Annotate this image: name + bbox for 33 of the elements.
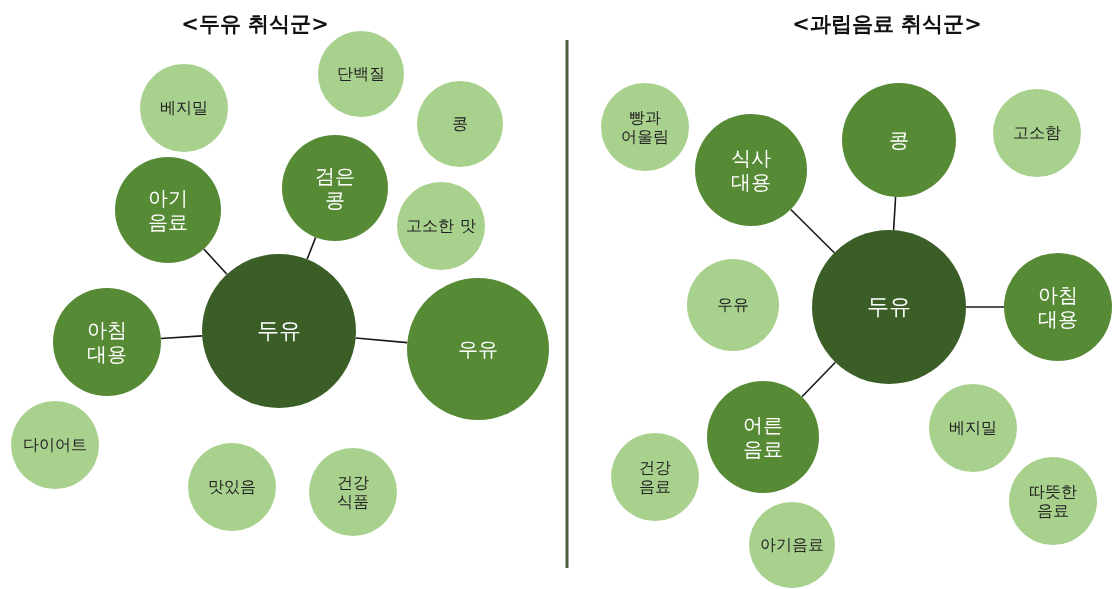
bubble: 아침 대용: [1004, 253, 1112, 361]
bubble: 콩: [842, 83, 956, 197]
bubble: 검은 콩: [282, 135, 388, 241]
bubble: 따뜻한 음료: [1009, 457, 1097, 545]
bubble: 어른 음료: [707, 381, 819, 493]
bubble: 식사 대용: [695, 114, 807, 226]
bubble: 단백질: [318, 31, 404, 117]
connector-line: [203, 248, 228, 276]
bubble: 두유: [812, 230, 966, 384]
bubble: 우유: [687, 259, 779, 351]
bubble: 고소한 맛: [397, 182, 485, 270]
connector-line: [892, 196, 897, 231]
bubble: 우유: [407, 278, 549, 420]
connector-line: [160, 335, 203, 340]
bubble: 베지밀: [140, 64, 228, 152]
connector-line: [306, 236, 317, 261]
bubble: 베지밀: [929, 384, 1017, 472]
connector-line: [789, 208, 836, 254]
connector-line: [354, 337, 409, 344]
bubble: 아기 음료: [115, 157, 221, 263]
bubble: 빵과 어울림: [601, 83, 689, 171]
bubble: 고소함: [993, 89, 1081, 177]
bubble: 아침 대용: [53, 288, 161, 396]
bubble: 두유: [202, 254, 356, 408]
bubble: 건강 식품: [309, 448, 397, 536]
bubble: 맛있음: [188, 443, 276, 531]
bubble: 아기음료: [749, 502, 835, 588]
bubble: 건강 음료: [611, 433, 699, 521]
group-heading: <과립음료 취식군>: [792, 11, 982, 38]
connector-line: [965, 306, 1005, 308]
connector-line: [801, 361, 837, 398]
bubble: 다이어트: [11, 401, 99, 489]
bubble: 콩: [417, 81, 503, 167]
